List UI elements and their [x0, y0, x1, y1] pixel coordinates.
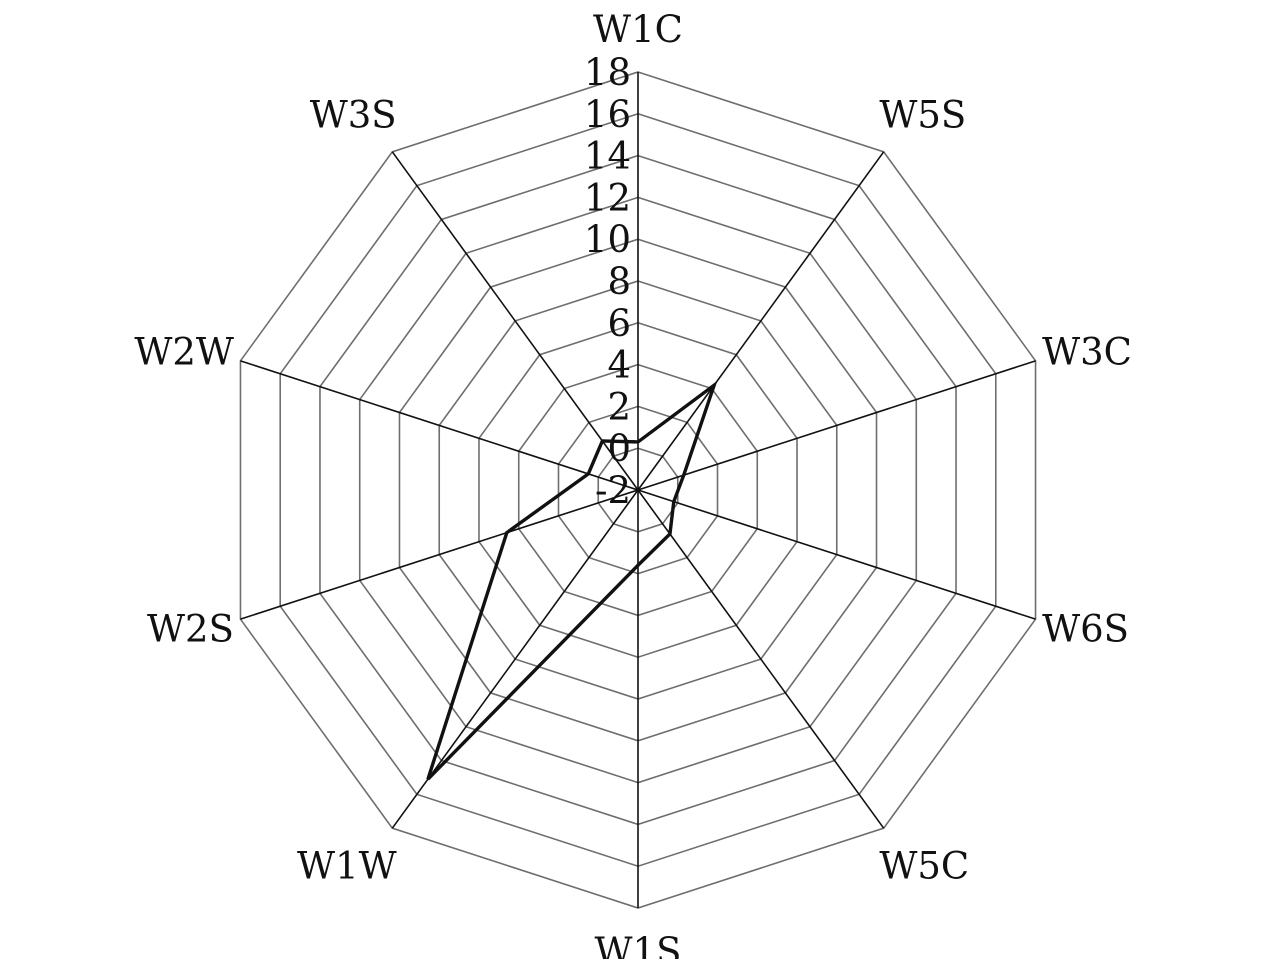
axis-label-w3s: W3S — [310, 94, 397, 137]
axis-spoke-w5c — [637, 489, 885, 829]
axis-spoke-w3s — [391, 151, 639, 491]
tick-label: 6 — [607, 302, 631, 345]
axis-spoke-w2s — [240, 489, 639, 620]
tick-label: 2 — [607, 385, 631, 428]
axis-labels: W1C W5S W3C W6S W5C W1S W1W W2S W2W W3S — [134, 8, 1132, 959]
axis-label-w1s: W1S — [595, 930, 682, 959]
axis-label-w6s: W6S — [1042, 607, 1129, 650]
series-layer — [426, 380, 718, 781]
axis-spoke-w6s — [637, 489, 1036, 620]
axis-spoke-w2w — [240, 360, 639, 491]
tick-label: 4 — [607, 344, 631, 387]
tick-label: 12 — [584, 176, 631, 219]
tick-label: 14 — [584, 135, 631, 178]
tick-label: 0 — [607, 427, 631, 470]
tick-label: 8 — [607, 260, 631, 303]
tick-label: -2 — [595, 469, 631, 512]
axis-label-w1c: W1C — [593, 8, 683, 51]
tick-label: 16 — [584, 93, 631, 136]
axis-label-w2w: W2W — [134, 331, 234, 374]
tick-label: 18 — [584, 51, 631, 94]
axis-label-w2s: W2S — [147, 607, 234, 650]
axis-label-w5s: W5S — [879, 94, 966, 137]
tick-label: 10 — [584, 218, 631, 261]
axis-spokes — [240, 72, 1036, 908]
axis-spoke-w5s — [637, 151, 885, 491]
axis-label-w5c: W5C — [879, 844, 969, 887]
axis-spoke-w3c — [637, 360, 1036, 491]
axis-label-w3c: W3C — [1042, 331, 1132, 374]
axis-label-w1w: W1W — [297, 844, 397, 887]
